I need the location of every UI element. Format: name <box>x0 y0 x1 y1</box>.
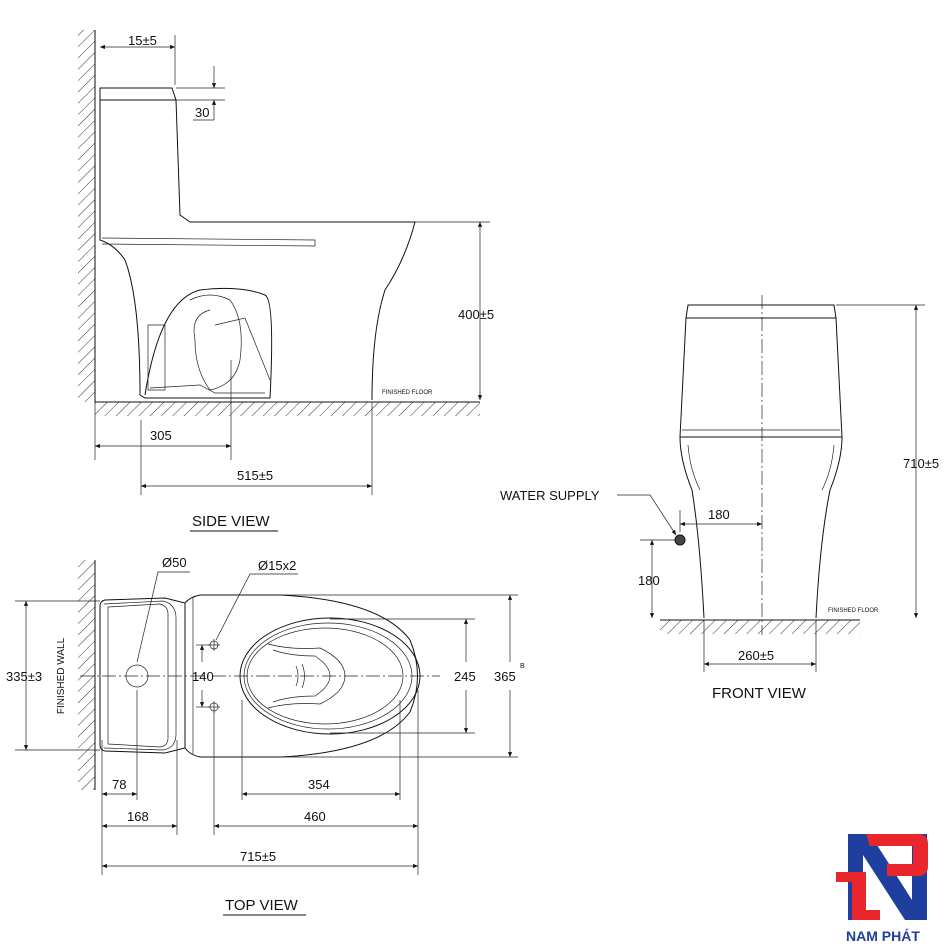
dim-top-offset: 15±5 <box>128 33 157 48</box>
dim-bowl-width: 245 <box>454 669 476 684</box>
dim-wall-bolt: 168 <box>127 809 149 824</box>
top-view-title: TOP VIEW <box>225 897 299 914</box>
side-view-title: SIDE VIEW <box>192 513 270 530</box>
dim-bolt-spacing: 140 <box>192 669 214 684</box>
front-view-title: FRONT VIEW <box>712 685 807 702</box>
dim-height: 400±5 <box>458 307 494 322</box>
dim-base-width: 260±5 <box>738 648 774 663</box>
dim-outlet: 305 <box>150 428 172 443</box>
floor-hatch <box>95 402 480 416</box>
top-view: FINISHED WALL Ø50 Ø15x2 <box>6 555 525 916</box>
wall-hatch <box>78 560 95 790</box>
dim-wall-outlet: 78 <box>112 777 126 792</box>
floor-hatch <box>660 620 860 634</box>
logo-r-stem <box>836 872 880 920</box>
top-toilet-outline <box>99 594 421 758</box>
side-toilet-outline <box>99 87 416 401</box>
finished-floor-label: FINISHED FLOOR <box>828 608 879 614</box>
side-view: 15±5 30 400±5 FINISHED FLOOR 305 515±5 S… <box>78 30 494 532</box>
dim-width-note: B <box>520 663 525 670</box>
outlet-icon <box>125 664 149 688</box>
finished-wall-label: FINISHED WALL <box>56 637 67 714</box>
brand-logo: NAM PHÁT <box>836 834 928 944</box>
finished-floor-label: FINISHED FLOOR <box>382 390 433 396</box>
dim-bolt-dia: Ø15x2 <box>258 558 296 573</box>
dim-bowl-length: 354 <box>308 777 330 792</box>
dim-tank-width: 335±3 <box>6 669 42 684</box>
front-view: 710±5 FINISHED FLOOR 180 180 WATER SUPPL… <box>500 295 939 702</box>
dim-bolt-front: 460 <box>304 809 326 824</box>
water-supply-label: WATER SUPPLY <box>500 488 600 503</box>
dim-total-width: 365 <box>494 669 516 684</box>
water-supply-icon <box>674 534 686 546</box>
wall-hatch <box>78 30 95 402</box>
dim-total-length: 715±5 <box>240 849 276 864</box>
logo-r-bowl <box>866 834 928 876</box>
logo-text: NAM PHÁT <box>846 928 920 944</box>
dim-lid: 30 <box>195 105 209 120</box>
dim-outlet-dia: Ø50 <box>162 555 187 570</box>
dim-depth: 515±5 <box>237 468 273 483</box>
dim-supply-offset: 180 <box>708 507 730 522</box>
front-toilet-outline <box>679 304 843 619</box>
logo-n-shape <box>848 834 927 920</box>
dim-height: 710±5 <box>903 456 939 471</box>
dim-supply-height: 180 <box>638 573 660 588</box>
